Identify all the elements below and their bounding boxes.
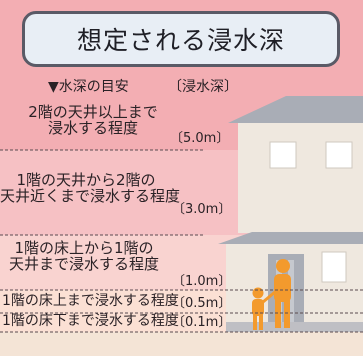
level-3m-line2: 天井近くまで浸水する程度 (0, 186, 181, 205)
title-box: 想定される浸水深 (22, 11, 340, 67)
page-title: 想定される浸水深 (76, 26, 285, 55)
level-1m-label: 1階の床上から1階の 天井まで浸水する程度 (4, 239, 164, 273)
level-5m-label: 2階の天井以上まで 浸水する程度 (18, 103, 168, 137)
level-01m-label: 1階の床下まで浸水する程度 (2, 313, 179, 329)
level-1m-depth: 〔1.0m〕 (172, 274, 232, 289)
level-5m-line1: 2階の天井以上まで (28, 103, 158, 121)
depth-label: 〔浸水深〕 (168, 79, 238, 95)
ground-band (0, 332, 363, 356)
house-upper-wall (238, 123, 363, 233)
level-lines (0, 149, 363, 333)
level-5m-depth: 〔5.0m〕 (170, 131, 230, 146)
level-05m-depth: 〔0.5m〕 (172, 296, 232, 311)
upper-window-left (269, 141, 297, 169)
roof-upper (228, 96, 363, 123)
level-3m-label: 1階の天井から2階の 天井近くまで浸水する程度 (0, 171, 181, 205)
guide-label: ▼水深の目安 (48, 79, 129, 95)
level-05m-label: 1階の床上まで浸水する程度 (2, 293, 179, 309)
level-3m-line1: 1階の天井から2階の (16, 171, 156, 189)
level-1m-line2: 天井まで浸水する程度 (8, 254, 159, 273)
lower-window (321, 251, 347, 283)
roof-lower (218, 232, 363, 244)
foundation (226, 322, 363, 332)
upper-window-right (325, 141, 353, 169)
level-01m-depth: 〔0.1m〕 (172, 315, 232, 330)
level-3m-depth: 〔3.0m〕 (172, 202, 232, 217)
adult-figure-icon (274, 259, 291, 328)
level-1m-line1: 1階の床上から1階の (14, 239, 154, 257)
level-5m-line2: 浸水する程度 (47, 118, 138, 137)
